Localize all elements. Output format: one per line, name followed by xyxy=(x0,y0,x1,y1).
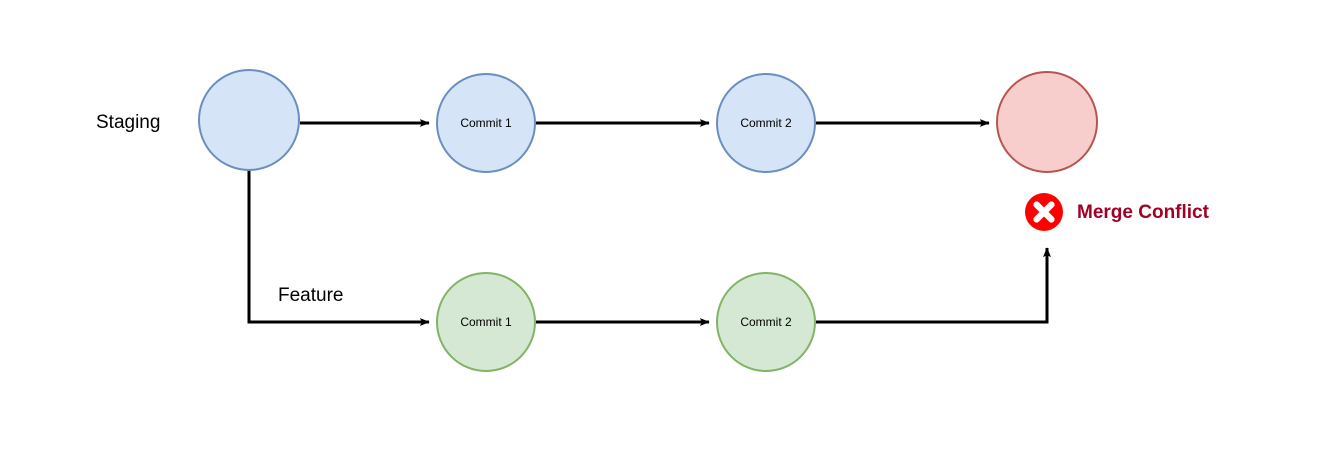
node-circle-feature-commit-2[interactable] xyxy=(716,272,816,372)
node-label-feature-commit-2: Commit 2 xyxy=(740,315,792,329)
node-circle-staging-commit-1[interactable] xyxy=(436,73,536,173)
x-glyph-icon xyxy=(1033,201,1055,223)
branch-label-staging: Staging xyxy=(96,112,160,133)
edge-branch-fork xyxy=(247,170,430,326)
node-staging-merge-target[interactable] xyxy=(996,71,1098,173)
merge-conflict-label: Merge Conflict xyxy=(1077,202,1210,223)
node-circle-feature-commit-1[interactable] xyxy=(436,272,536,372)
node-staging-commit-2[interactable]: Commit 2 xyxy=(716,73,816,173)
node-circle-staging-root[interactable] xyxy=(198,69,300,171)
node-feature-commit-2[interactable]: Commit 2 xyxy=(716,272,816,372)
node-circle-staging-commit-2[interactable] xyxy=(716,73,816,173)
node-label-staging-commit-1: Commit 1 xyxy=(460,116,512,130)
edge-feature-merge-to-conflict xyxy=(816,247,1051,324)
node-label-feature-commit-1: Commit 1 xyxy=(460,315,512,329)
node-staging-root[interactable] xyxy=(198,69,300,171)
node-feature-commit-1[interactable]: Commit 1 xyxy=(436,272,536,372)
node-label-staging-commit-2: Commit 2 xyxy=(740,116,792,130)
merge-conflict-marker[interactable]: Merge Conflict xyxy=(1025,193,1210,231)
branch-label-feature: Feature xyxy=(278,285,343,306)
node-staging-commit-1[interactable]: Commit 1 xyxy=(436,73,536,173)
edge-group-feature xyxy=(247,170,1051,326)
node-circle-merge-target[interactable] xyxy=(996,71,1098,173)
